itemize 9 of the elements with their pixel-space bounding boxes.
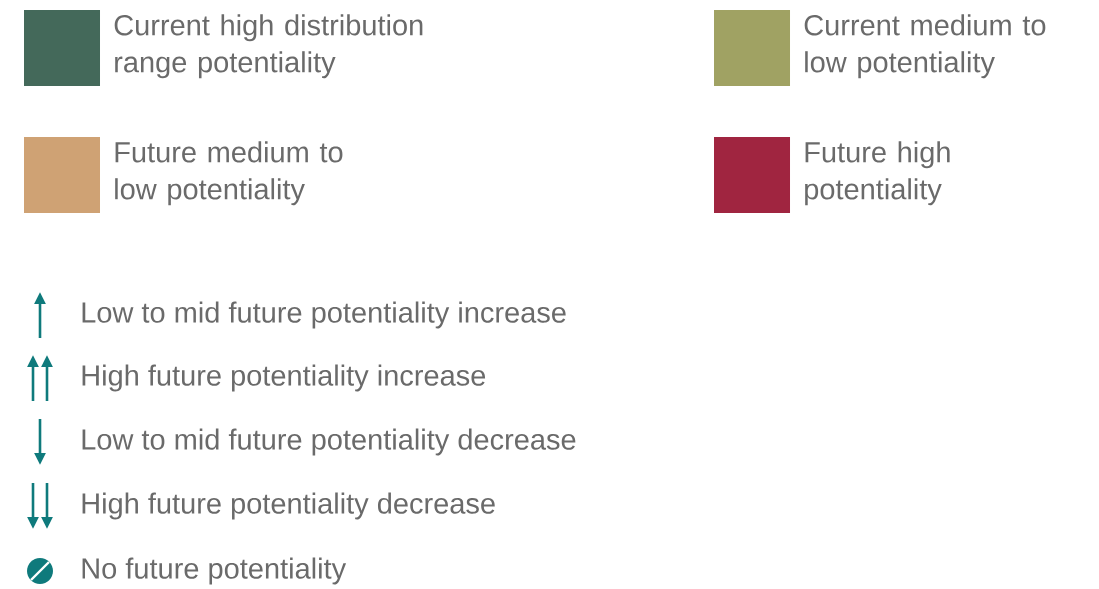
legend-text: High future potentiality increase [82, 364, 486, 392]
legend-text: Future medium to low potentiality [115, 141, 343, 206]
legend-text: Low to mid future potentiality decrease [82, 428, 576, 456]
legend-text: Future high potentiality [805, 141, 950, 206]
legend-text: No future potentiality [82, 557, 347, 585]
legend-text: High future potentiality decrease [82, 492, 495, 520]
legend-text: Low to mid future potentiality increase [82, 301, 566, 329]
legend-text: Current medium to low potentiality [804, 14, 1046, 79]
legend-text: Current high distribution range potentiality [114, 14, 423, 79]
